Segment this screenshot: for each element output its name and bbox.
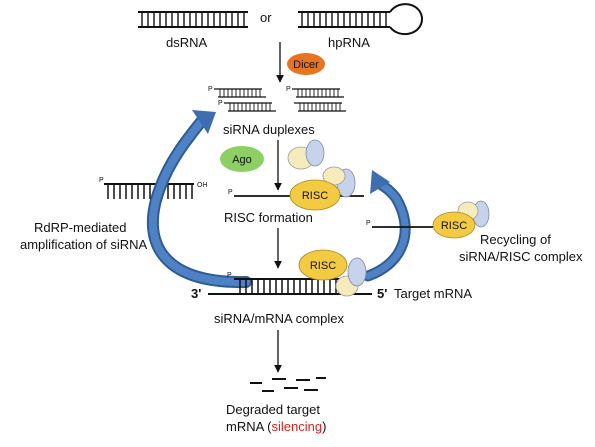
risc-component (347, 257, 367, 287)
p-label: P (208, 86, 213, 93)
target-mrna-label: Target mRNA (394, 286, 472, 301)
recycling-label-line1: Recycling of (480, 232, 551, 247)
p-label: P (218, 100, 223, 107)
degraded-label-line1: Degraded target (226, 402, 320, 417)
risc-component (305, 139, 325, 167)
risc-complex (298, 249, 348, 281)
recycled-risc-complex (432, 211, 476, 239)
rdrp-label-line1: RdRP-mediated (34, 220, 127, 235)
risc-complex (289, 179, 341, 211)
dicer-enzyme (287, 53, 325, 75)
five-prime-label: 5' (377, 286, 387, 301)
recycling-arrow (362, 170, 411, 282)
dsrna-label: dsRNA (166, 35, 208, 50)
p-label: P (99, 177, 104, 184)
ago-protein (220, 146, 264, 172)
sirna-duplex (224, 102, 276, 112)
complex-label: siRNA/mRNA complex (214, 311, 345, 326)
three-prime-label: 3' (191, 286, 201, 301)
p-label: P (286, 86, 291, 93)
sirna-duplex (214, 88, 266, 98)
hprna-hairpin (298, 3, 424, 36)
p-label: P (366, 220, 371, 227)
sirna-duplex (292, 88, 344, 98)
degraded-mrna-fragments (250, 377, 326, 392)
sirna-duplexes-label: siRNA duplexes (223, 122, 315, 137)
oh-label: OH (197, 182, 208, 189)
risc-label: RISC (302, 190, 328, 202)
sirna-duplex-group (214, 88, 346, 112)
risc-formation-label: RISC formation (224, 210, 313, 225)
risc-label: RISC (310, 260, 336, 272)
hprna-label: hpRNA (328, 35, 370, 50)
rdrp-label-line2: amplification of siRNA (20, 237, 147, 252)
or-label: or (260, 10, 272, 25)
recycling-label-line2: siRNA/RISC complex (459, 249, 583, 264)
risc-label: RISC (441, 220, 467, 232)
dicer-label: Dicer (293, 59, 319, 71)
sirna-duplex (294, 102, 346, 112)
rdrp-amplification-arrow (146, 110, 252, 289)
rdrp-strand (104, 183, 194, 199)
p-label: P (228, 189, 233, 196)
ago-label: Ago (232, 154, 252, 166)
p-label: P (227, 272, 232, 279)
degraded-label-line2: mRNA (silencing) (226, 419, 326, 434)
silencing-label: silencing (272, 419, 323, 434)
dsrna-ladder (138, 11, 248, 28)
